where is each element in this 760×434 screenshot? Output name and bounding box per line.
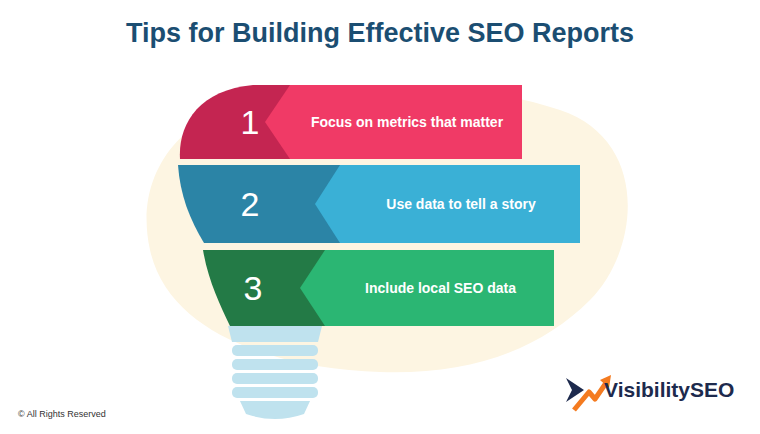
step-number: 3 [223, 250, 283, 326]
brand-logo-text: VisibilitySEO [604, 378, 734, 402]
copyright-note: © All Rights Reserved [18, 409, 106, 419]
step-number: 1 [220, 85, 280, 159]
tip-band: 2 Use data to tell a story [176, 165, 582, 243]
diagram-title: Tips for Building Effective SEO Reports [0, 18, 760, 49]
step-number: 2 [220, 165, 280, 243]
tip-band: 1Focus on metrics that matter [178, 85, 524, 159]
tip-text: Include local SEO data [325, 250, 556, 326]
tip-text: Focus on metrics that matter [290, 85, 524, 159]
tip-text: Use data to tell a story [340, 165, 582, 243]
bulb-base [228, 326, 322, 419]
tip-band: 3 Include local SEO data [200, 250, 556, 326]
